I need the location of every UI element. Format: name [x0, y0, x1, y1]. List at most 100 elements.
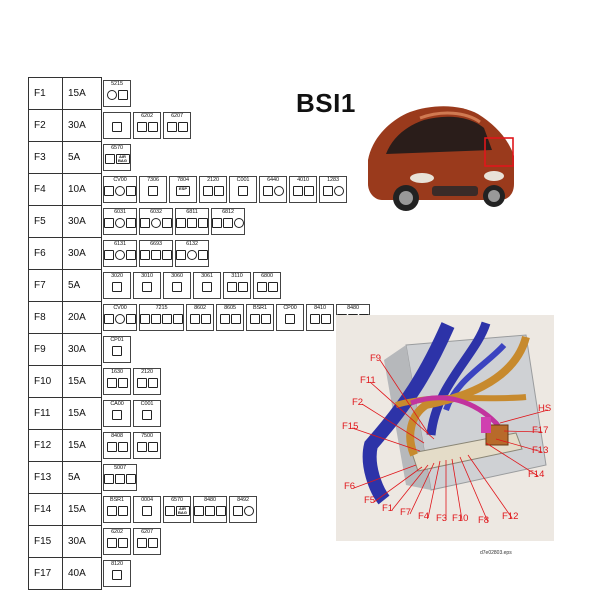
fuse-rating: 30A — [62, 525, 102, 558]
callout-label: F14 — [528, 469, 545, 480]
component-icon — [230, 314, 241, 324]
component-icon — [142, 410, 152, 420]
component-icon — [104, 186, 114, 196]
car-roof-shine — [419, 111, 481, 124]
car-illustration — [368, 106, 514, 211]
callout-leader-line — [499, 409, 549, 424]
page-title: BSI1 — [296, 88, 356, 118]
fuse-rating: 5A — [62, 461, 102, 494]
harness-blue-2 — [426, 321, 491, 436]
component-icon — [162, 218, 172, 228]
component-icon — [237, 282, 248, 292]
component-box: 6032 — [139, 208, 173, 235]
component-icon — [147, 378, 158, 388]
component-icon — [212, 218, 222, 228]
component-code: 2120 — [141, 369, 153, 375]
component-box: 6202 — [103, 528, 131, 555]
component-box: 3020 — [103, 272, 131, 299]
component-code: 0004 — [141, 497, 153, 503]
fuse-id: F14 — [28, 493, 63, 526]
component-icon — [262, 186, 273, 196]
callout-leader-line — [495, 438, 543, 453]
callout-leader-line — [459, 456, 489, 523]
component-code: 1283 — [327, 177, 339, 183]
component-box: 8120 — [103, 560, 131, 587]
component-round-icon — [187, 250, 197, 260]
component-box: 7500 — [133, 432, 161, 459]
component-round-icon — [273, 186, 284, 196]
car-headlight-left — [410, 173, 434, 183]
component-icon — [147, 442, 158, 452]
component-icon — [198, 218, 208, 228]
component-icon — [238, 186, 248, 196]
component-box: CA00 — [103, 400, 131, 427]
component-code: 6812 — [222, 209, 234, 215]
component-icon — [189, 314, 200, 324]
callout-label: F17 — [532, 425, 549, 436]
relay-orange — [485, 424, 509, 446]
component-code: 8605 — [224, 305, 236, 311]
component-code: 8480 — [204, 497, 216, 503]
component-box: 6207 — [133, 528, 161, 555]
fuse-id: F12 — [28, 429, 63, 462]
component-code: 3020 — [111, 273, 123, 279]
component-box: 8410 — [306, 304, 334, 331]
car-headlight-right — [484, 171, 504, 181]
callout-label: F8 — [478, 515, 490, 526]
fuse-rating: 15A — [62, 493, 102, 526]
fuse-id: F2 — [28, 109, 63, 142]
component-code: 8492 — [237, 497, 249, 503]
component-box: BSR1 — [246, 304, 274, 331]
fuse-components: 8408 7500 — [102, 430, 371, 462]
component-icon — [303, 186, 314, 196]
component-box: 8492 — [229, 496, 257, 523]
component-icon — [126, 250, 136, 260]
component-icon — [147, 538, 158, 548]
component-code: 6207 — [171, 113, 183, 119]
callout-label: F9 — [370, 353, 382, 364]
callout-leader-line — [485, 442, 539, 477]
component-icon — [285, 314, 295, 324]
component-code: 8120 — [111, 561, 123, 567]
component-box: 0004 — [133, 496, 161, 523]
callout-label: HS — [538, 403, 552, 414]
fuse-id: F10 — [28, 365, 63, 398]
component-icon — [223, 218, 233, 228]
fuse-id: F9 — [28, 333, 63, 366]
component-icon — [267, 282, 278, 292]
fuse-rating: 30A — [62, 237, 102, 270]
component-code: 8408 — [111, 433, 123, 439]
component-icon — [117, 442, 128, 452]
component-icon — [173, 314, 183, 324]
component-round-icon — [115, 314, 125, 324]
fuse-rating: 30A — [62, 109, 102, 142]
fuse-rating: 15A — [62, 397, 102, 430]
car-grille — [432, 186, 478, 196]
component-box: C001 — [229, 176, 257, 203]
component-box: 8602 — [186, 304, 214, 331]
callout-label: F2 — [352, 397, 364, 408]
component-code: 3110 — [231, 273, 243, 279]
component-icon — [322, 186, 333, 196]
component-icon — [112, 346, 122, 356]
component-icon — [104, 250, 114, 260]
component-code: CV00 — [113, 305, 127, 311]
component-box: 6202 — [133, 112, 161, 139]
component-box: 6131 — [103, 240, 137, 267]
component-icon — [117, 506, 128, 516]
fuse-rating: 10A — [62, 173, 102, 206]
component-icon — [142, 282, 152, 292]
component-code: 3060 — [171, 273, 183, 279]
component-box: 2120 — [199, 176, 227, 203]
component-code: 6693 — [150, 241, 162, 247]
component-icon — [177, 122, 188, 132]
component-icon — [126, 186, 136, 196]
component-icon — [104, 218, 114, 228]
